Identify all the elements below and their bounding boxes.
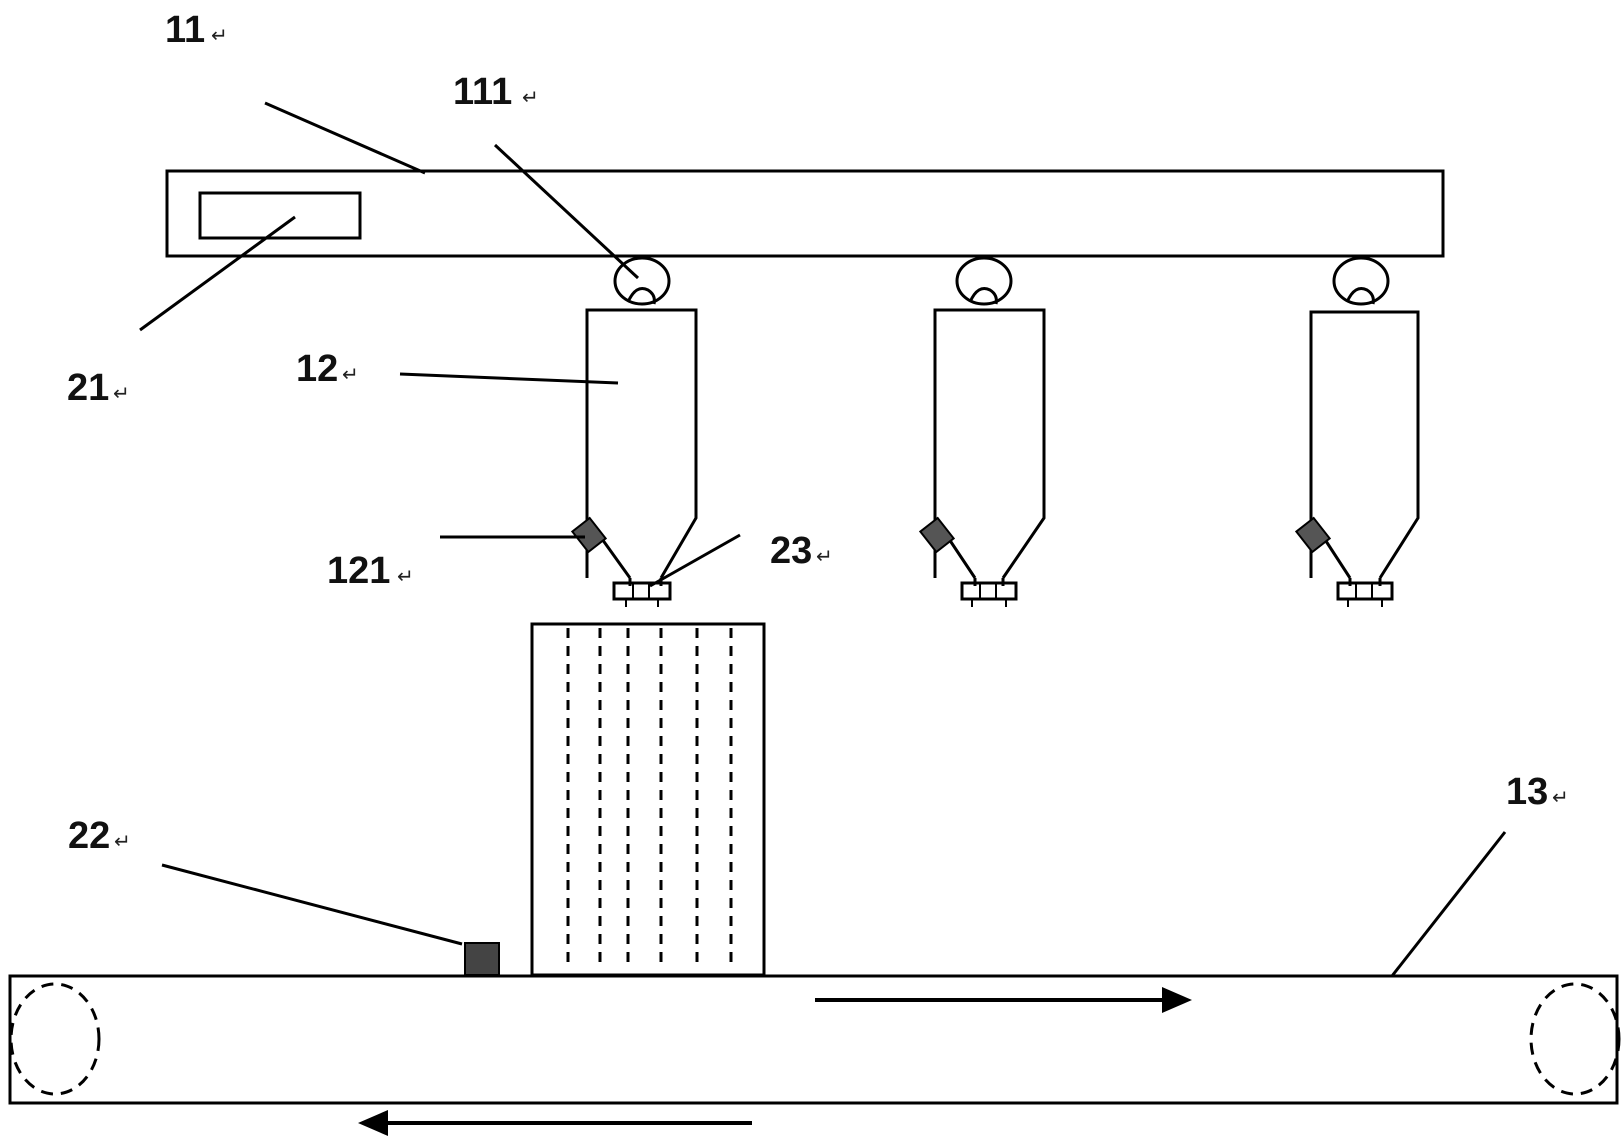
roller-2	[955, 256, 1013, 306]
hopper-1-outlet	[612, 581, 672, 607]
hopper-3-outlet	[1336, 581, 1394, 607]
roller-1	[613, 256, 671, 306]
hopper-3-valve	[1294, 516, 1332, 554]
label-13: 13	[1506, 771, 1548, 813]
label-22-mark: ↵	[114, 829, 131, 853]
hopper-2-outlet	[960, 581, 1018, 607]
control-box	[198, 191, 362, 240]
hopper-2-valve	[918, 516, 956, 554]
label-121-mark: ↵	[397, 564, 414, 588]
container	[530, 622, 766, 977]
conveyor-belt	[8, 974, 1621, 1105]
hopper-3	[1294, 310, 1420, 607]
label-23: 23	[770, 530, 812, 572]
label-111-mark: ↵	[522, 85, 539, 109]
detector-block	[464, 942, 500, 976]
right-arrow	[815, 987, 1192, 1013]
label-13-mark: ↵	[1552, 785, 1569, 809]
leader-lines	[139, 101, 1507, 977]
label-11-mark: ↵	[211, 23, 228, 47]
label-111: 111	[453, 71, 512, 113]
label-22: 22	[68, 815, 110, 857]
roller-3	[1332, 256, 1390, 306]
label-11: 11	[165, 9, 205, 51]
right-pulley	[1529, 982, 1621, 1096]
overhead-rail	[165, 169, 1445, 258]
labels: 11 ↵ 111 ↵ 21 ↵ 12 ↵ 121 ↵ 23 ↵ 13 ↵ 22 …	[67, 9, 1569, 857]
label-12: 12	[296, 348, 338, 390]
left-arrow	[358, 1110, 752, 1136]
label-21-mark: ↵	[113, 381, 130, 405]
hopper-2	[918, 308, 1046, 607]
hopper-1-valve	[570, 516, 608, 554]
label-121: 121	[327, 550, 390, 592]
left-pulley	[9, 982, 101, 1096]
hopper-1	[570, 308, 698, 607]
label-12-mark: ↵	[342, 362, 359, 386]
label-23-mark: ↵	[816, 544, 833, 568]
label-21: 21	[67, 367, 109, 409]
